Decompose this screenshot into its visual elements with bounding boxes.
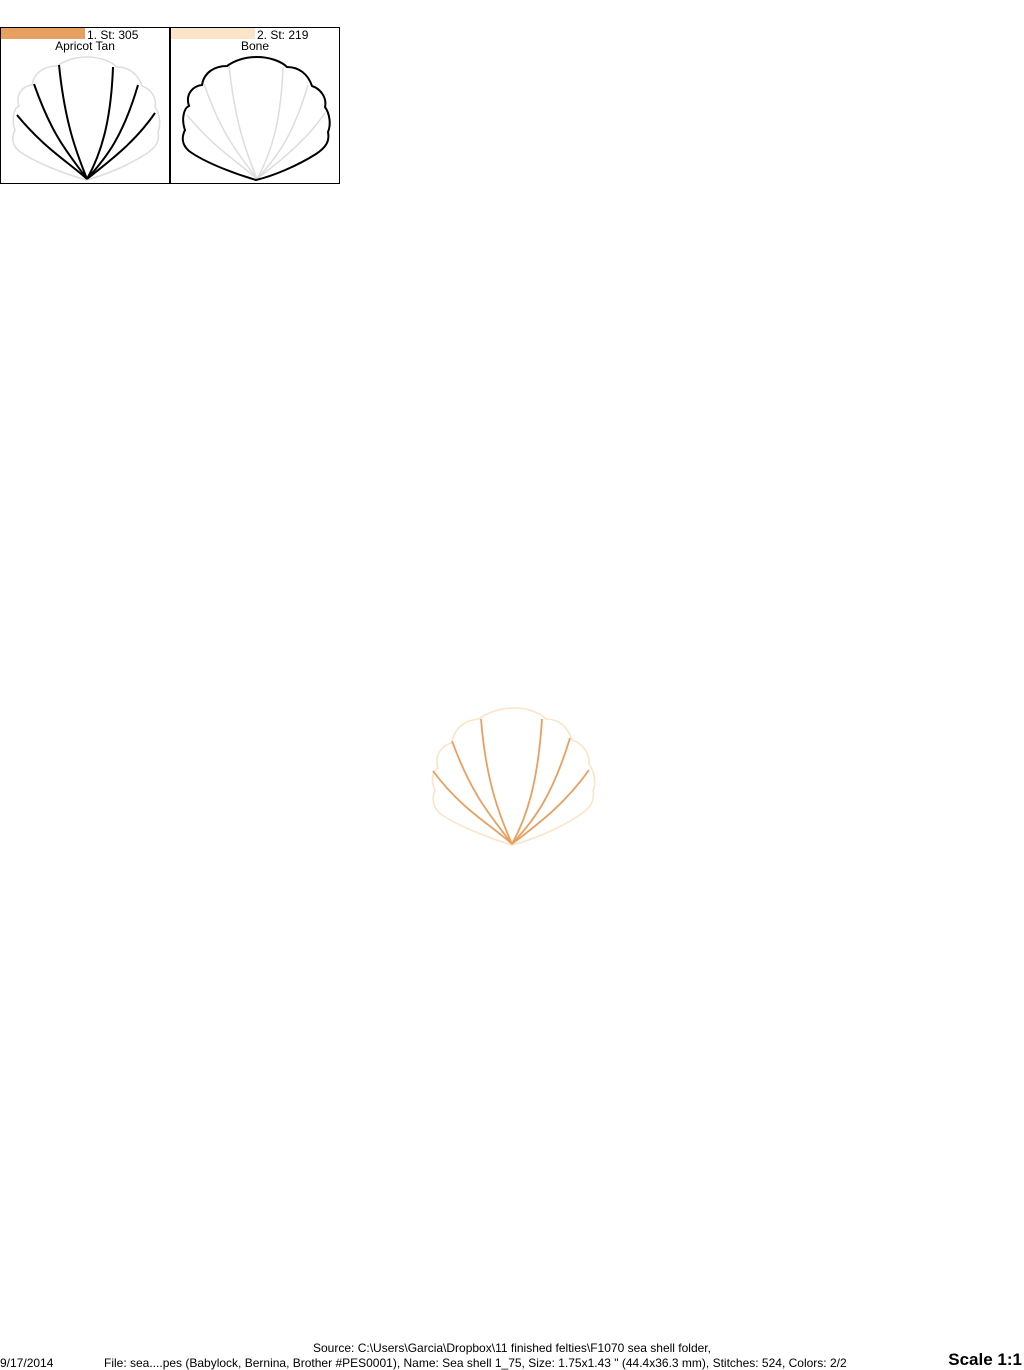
shell-rib-2 [451, 740, 513, 845]
footer-scale: Scale 1:1 [948, 1350, 1022, 1369]
thread-stitch-count-2: 2. St: 219 [257, 28, 309, 42]
thread-1-preview [12, 56, 161, 181]
shell-rib-3 [58, 64, 88, 180]
thread-color-bar-2 [171, 28, 255, 39]
footer-source-path: Source: C:\Users\Garcia\Dropbox\11 finis… [313, 1341, 711, 1355]
shell-rib-1 [16, 114, 88, 180]
thread-color-bar-1 [1, 28, 85, 39]
thread-2-preview [181, 56, 331, 181]
footer-file-info: File: sea....pes (Babylock, Bernina, Bro… [104, 1356, 847, 1370]
thread-swatch-1: 1. St: 305 Apricot Tan [0, 27, 170, 184]
shell-rib-3 [228, 64, 258, 180]
thread-stitch-count-1: 1. St: 305 [87, 28, 139, 42]
shell-rib-6 [511, 769, 590, 845]
shell-rib-4 [511, 718, 543, 845]
shell-rib-5 [511, 737, 571, 845]
shell-outline [431, 707, 596, 846]
shell-rib-6 [86, 112, 156, 180]
thread-name-2: Bone [240, 39, 270, 53]
shell-outline-inactive [12, 56, 161, 181]
shell-rib-6 [256, 112, 326, 180]
shell-outline-active [181, 56, 331, 181]
thread-name-1: Apricot Tan [55, 39, 115, 53]
shell-rib-2 [33, 83, 88, 180]
shell-rib-3 [480, 718, 513, 845]
shell-rib-1 [186, 114, 258, 180]
shell-design-preview [431, 707, 596, 846]
shell-rib-5 [86, 84, 139, 180]
shell-rib-4 [256, 66, 284, 180]
shell-rib-2 [203, 83, 258, 180]
footer-date: 9/17/2014 [0, 1356, 54, 1370]
shell-rib-4 [86, 66, 114, 180]
shell-rib-5 [256, 84, 309, 180]
thread-swatch-2: 2. St: 219 Bone [170, 27, 340, 184]
shell-rib-1 [432, 770, 513, 845]
